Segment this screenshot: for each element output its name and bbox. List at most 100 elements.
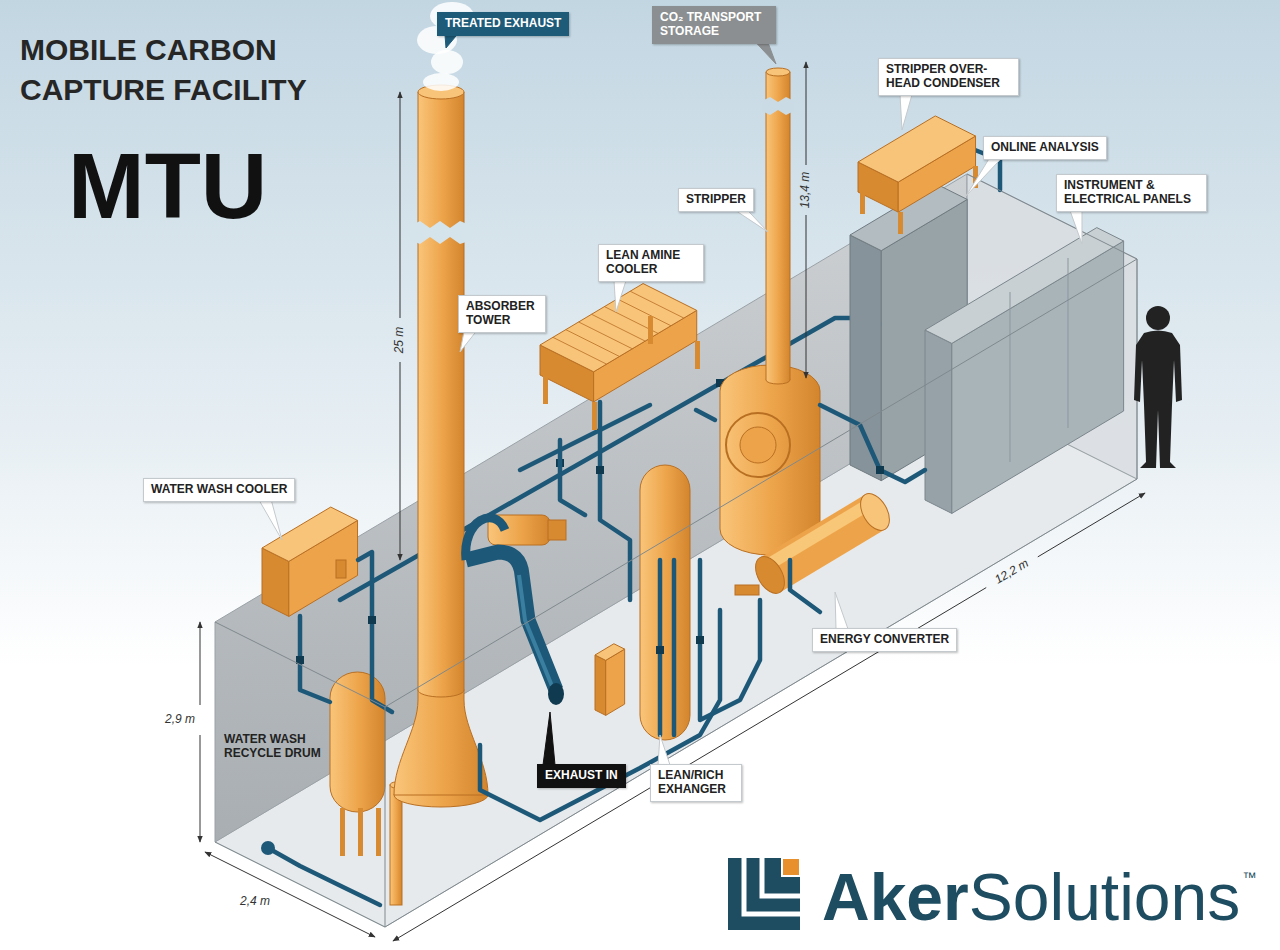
callout-box: WATER WASH COOLER: [143, 478, 295, 502]
callout-box: EXHAUST IN: [537, 764, 626, 788]
stripper-column-body: [766, 72, 790, 380]
callout-text: EXHAUST IN: [545, 769, 618, 783]
overhead-condenser-top: [858, 116, 976, 182]
container-edge: [385, 707, 386, 927]
logo-mark: [728, 858, 800, 930]
cooler-leg: [543, 376, 548, 404]
diagram-title: MOBILE CARBON CAPTURE FACILITY: [20, 30, 360, 110]
smoke-puff: [423, 73, 459, 91]
cooler-fin: [566, 330, 620, 357]
callout-pointer: [259, 501, 282, 540]
container-back-wall: [215, 174, 967, 842]
dimension-line: [806, 62, 807, 165]
absorber-flare: [394, 690, 488, 795]
pipe: [520, 405, 650, 470]
absorber-shaft-body: [418, 92, 464, 690]
drum-leg: [358, 808, 363, 856]
callout-text: TREATED EXHAUST: [445, 17, 561, 31]
valve: [876, 466, 884, 474]
callout-pointer: [756, 43, 776, 64]
callout-box: ENERGY CONVERTER: [812, 628, 957, 652]
absorber-tower: [394, 85, 488, 807]
callout-text: LEAN AMINE COOLER: [606, 249, 696, 277]
logo-wordmark: AkerSolutions™: [822, 864, 1256, 930]
stripper-reboiler-body: [720, 365, 820, 555]
cooler-fin: [617, 299, 671, 326]
callout-pointer: [966, 159, 1001, 196]
callout-text: INSTRUMENT & ELECTRICAL PANELS: [1064, 179, 1199, 207]
callout-pointer: [445, 35, 457, 48]
dimension-lines: [200, 62, 1145, 941]
logo-accent: [782, 858, 800, 876]
dimension-label: 13,4 m: [799, 172, 813, 209]
exhaust-duct-highlight: [519, 575, 552, 686]
model-name: MTU: [68, 140, 267, 232]
callout-pointer: [543, 712, 555, 765]
callout-text: STRIPPER OVER-HEAD CONDENSER: [886, 63, 1011, 91]
cooler-leg: [695, 341, 700, 369]
stripper: [720, 68, 820, 555]
condenser-leg: [860, 192, 865, 214]
flash-drum: [640, 465, 690, 740]
callout-text: ONLINE ANALYSIS: [991, 141, 1099, 155]
callout-box: ONLINE ANALYSIS: [983, 136, 1107, 160]
break-mark: [410, 221, 472, 244]
exhaust-duct: [466, 552, 556, 690]
absorber-shaft-edge: [464, 92, 465, 690]
drum-leg: [376, 808, 381, 856]
callout-box: LEAN/RICH EXHANGER: [650, 764, 742, 802]
lean-rich-exchanger-top: [595, 644, 625, 661]
callout-box: INSTRUMENT & ELECTRICAL PANELS: [1056, 174, 1207, 212]
callout-box: STRIPPER: [678, 188, 754, 212]
container-edges: [215, 174, 1137, 927]
logo-step: [744, 858, 800, 914]
equipment: [262, 2, 978, 905]
flash-drum-body: [640, 465, 690, 740]
callout-text: ABSORBER TOWER: [466, 300, 538, 328]
dimension-line: [806, 215, 807, 378]
callout-pointer: [460, 332, 476, 352]
dimension-line: [205, 852, 375, 937]
valve: [368, 616, 376, 624]
pump: [261, 841, 275, 855]
callout-box: STRIPPER OVER-HEAD CONDENSER: [878, 58, 1019, 96]
pump-post: [390, 785, 402, 905]
stripper-flange: [726, 413, 790, 477]
callout-pointer: [614, 281, 626, 312]
dimension-line: [400, 92, 401, 318]
lean-rich-exchanger-side: [595, 655, 606, 715]
person-body: [1134, 331, 1182, 469]
callout-text: STRIPPER: [686, 193, 746, 207]
dimension-line: [200, 735, 201, 842]
overhead-condenser: [858, 116, 976, 212]
pipe: [696, 410, 715, 420]
logo-text: Aker: [822, 864, 969, 930]
callout-pointer: [736, 211, 768, 232]
callout-box: TREATED EXHAUST: [437, 12, 569, 36]
dimension-label: 2,9 m: [165, 713, 195, 727]
pipe: [790, 560, 820, 612]
pipe: [560, 440, 585, 515]
converter-end: [855, 489, 896, 536]
container: [215, 174, 1137, 927]
container-edge: [385, 479, 1137, 927]
converter-body: [770, 512, 875, 575]
cooler-fin: [553, 337, 607, 364]
dimension-line: [1038, 493, 1145, 557]
online-analysis-cabinet-side: [850, 235, 881, 481]
stripper-column-top: [766, 68, 790, 76]
absorber-shaft: [418, 85, 464, 697]
cooler-flange: [336, 560, 346, 578]
logo-text: Solutions: [969, 864, 1241, 930]
logo-square: [728, 858, 800, 930]
pipe: [358, 552, 392, 712]
energy-converter: [735, 489, 895, 599]
callout-pointer: [900, 95, 912, 130]
callout-text: LEAN/RICH EXHANGER: [658, 769, 734, 797]
front-pipes: [261, 402, 925, 905]
container-edge: [385, 259, 1137, 707]
cooler-fin: [630, 291, 684, 318]
instrument-panel: [925, 228, 1124, 514]
